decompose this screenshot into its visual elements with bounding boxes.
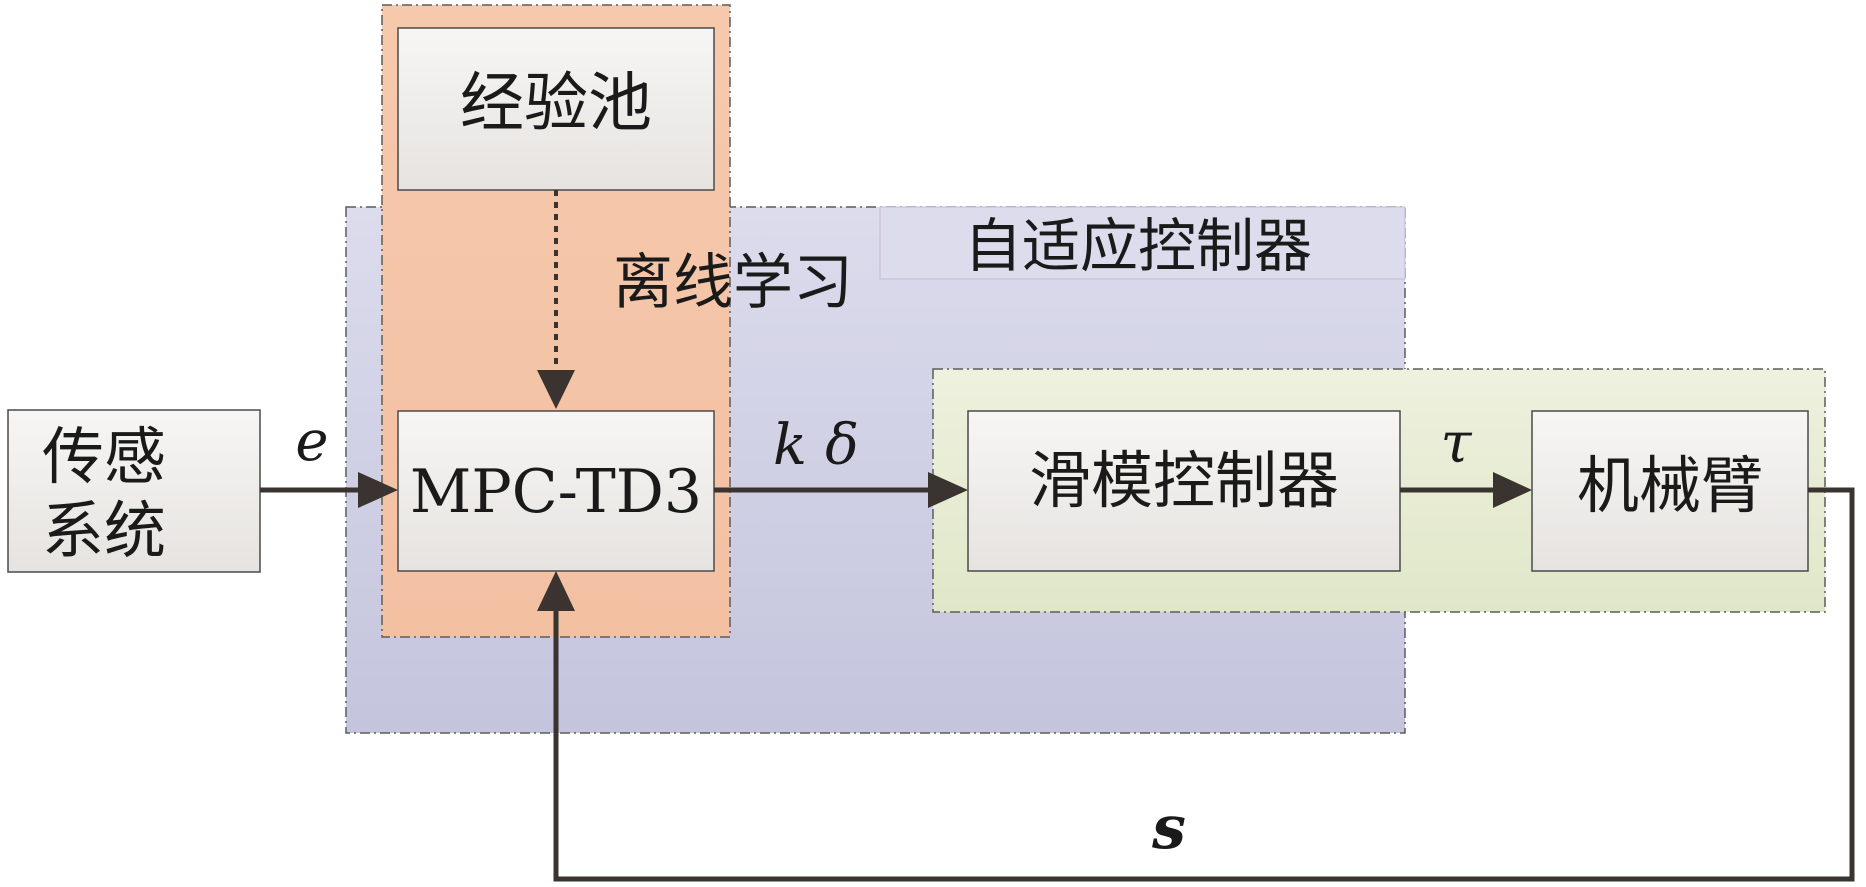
mpc-td3-label: MPC-TD3 <box>410 457 702 527</box>
offline-learning-arrow <box>537 190 575 409</box>
sliding-mode-controller-block: 滑模控制器 <box>967 410 1401 572</box>
adaptive-controller-label: 自适应控制器 <box>964 212 1312 280</box>
robot-arm-label: 机械臂 <box>1577 449 1763 522</box>
s-signal-label: s <box>1151 793 1186 863</box>
experience-pool-label: 经验池 <box>460 67 652 141</box>
k-delta-signal-arrow <box>714 472 968 508</box>
tau-signal-label: τ <box>1441 411 1473 476</box>
delta-signal-label: δ <box>825 413 859 478</box>
sensor-system-label-line2: 系统 <box>42 494 166 567</box>
experience-pool-block: 经验池 <box>397 27 715 191</box>
k-signal-label: k <box>773 413 807 478</box>
sliding-mode-controller-label: 滑模控制器 <box>1029 444 1339 517</box>
robot-arm-block: 机械臂 <box>1531 410 1809 572</box>
mpc-td3-block: MPC-TD3 <box>397 410 715 572</box>
e-signal-arrow <box>260 472 398 508</box>
adaptive-controller-label-box: 自适应控制器 <box>879 206 1406 280</box>
sensor-system-label-line1: 传感 <box>42 420 166 493</box>
s-feedback-arrow <box>537 487 1855 882</box>
e-signal-label: e <box>295 409 328 474</box>
sensor-system-block: 传感 系统 <box>7 409 261 573</box>
tau-signal-arrow <box>1400 472 1532 508</box>
offline-learning-label: 离线学习 <box>613 248 853 318</box>
